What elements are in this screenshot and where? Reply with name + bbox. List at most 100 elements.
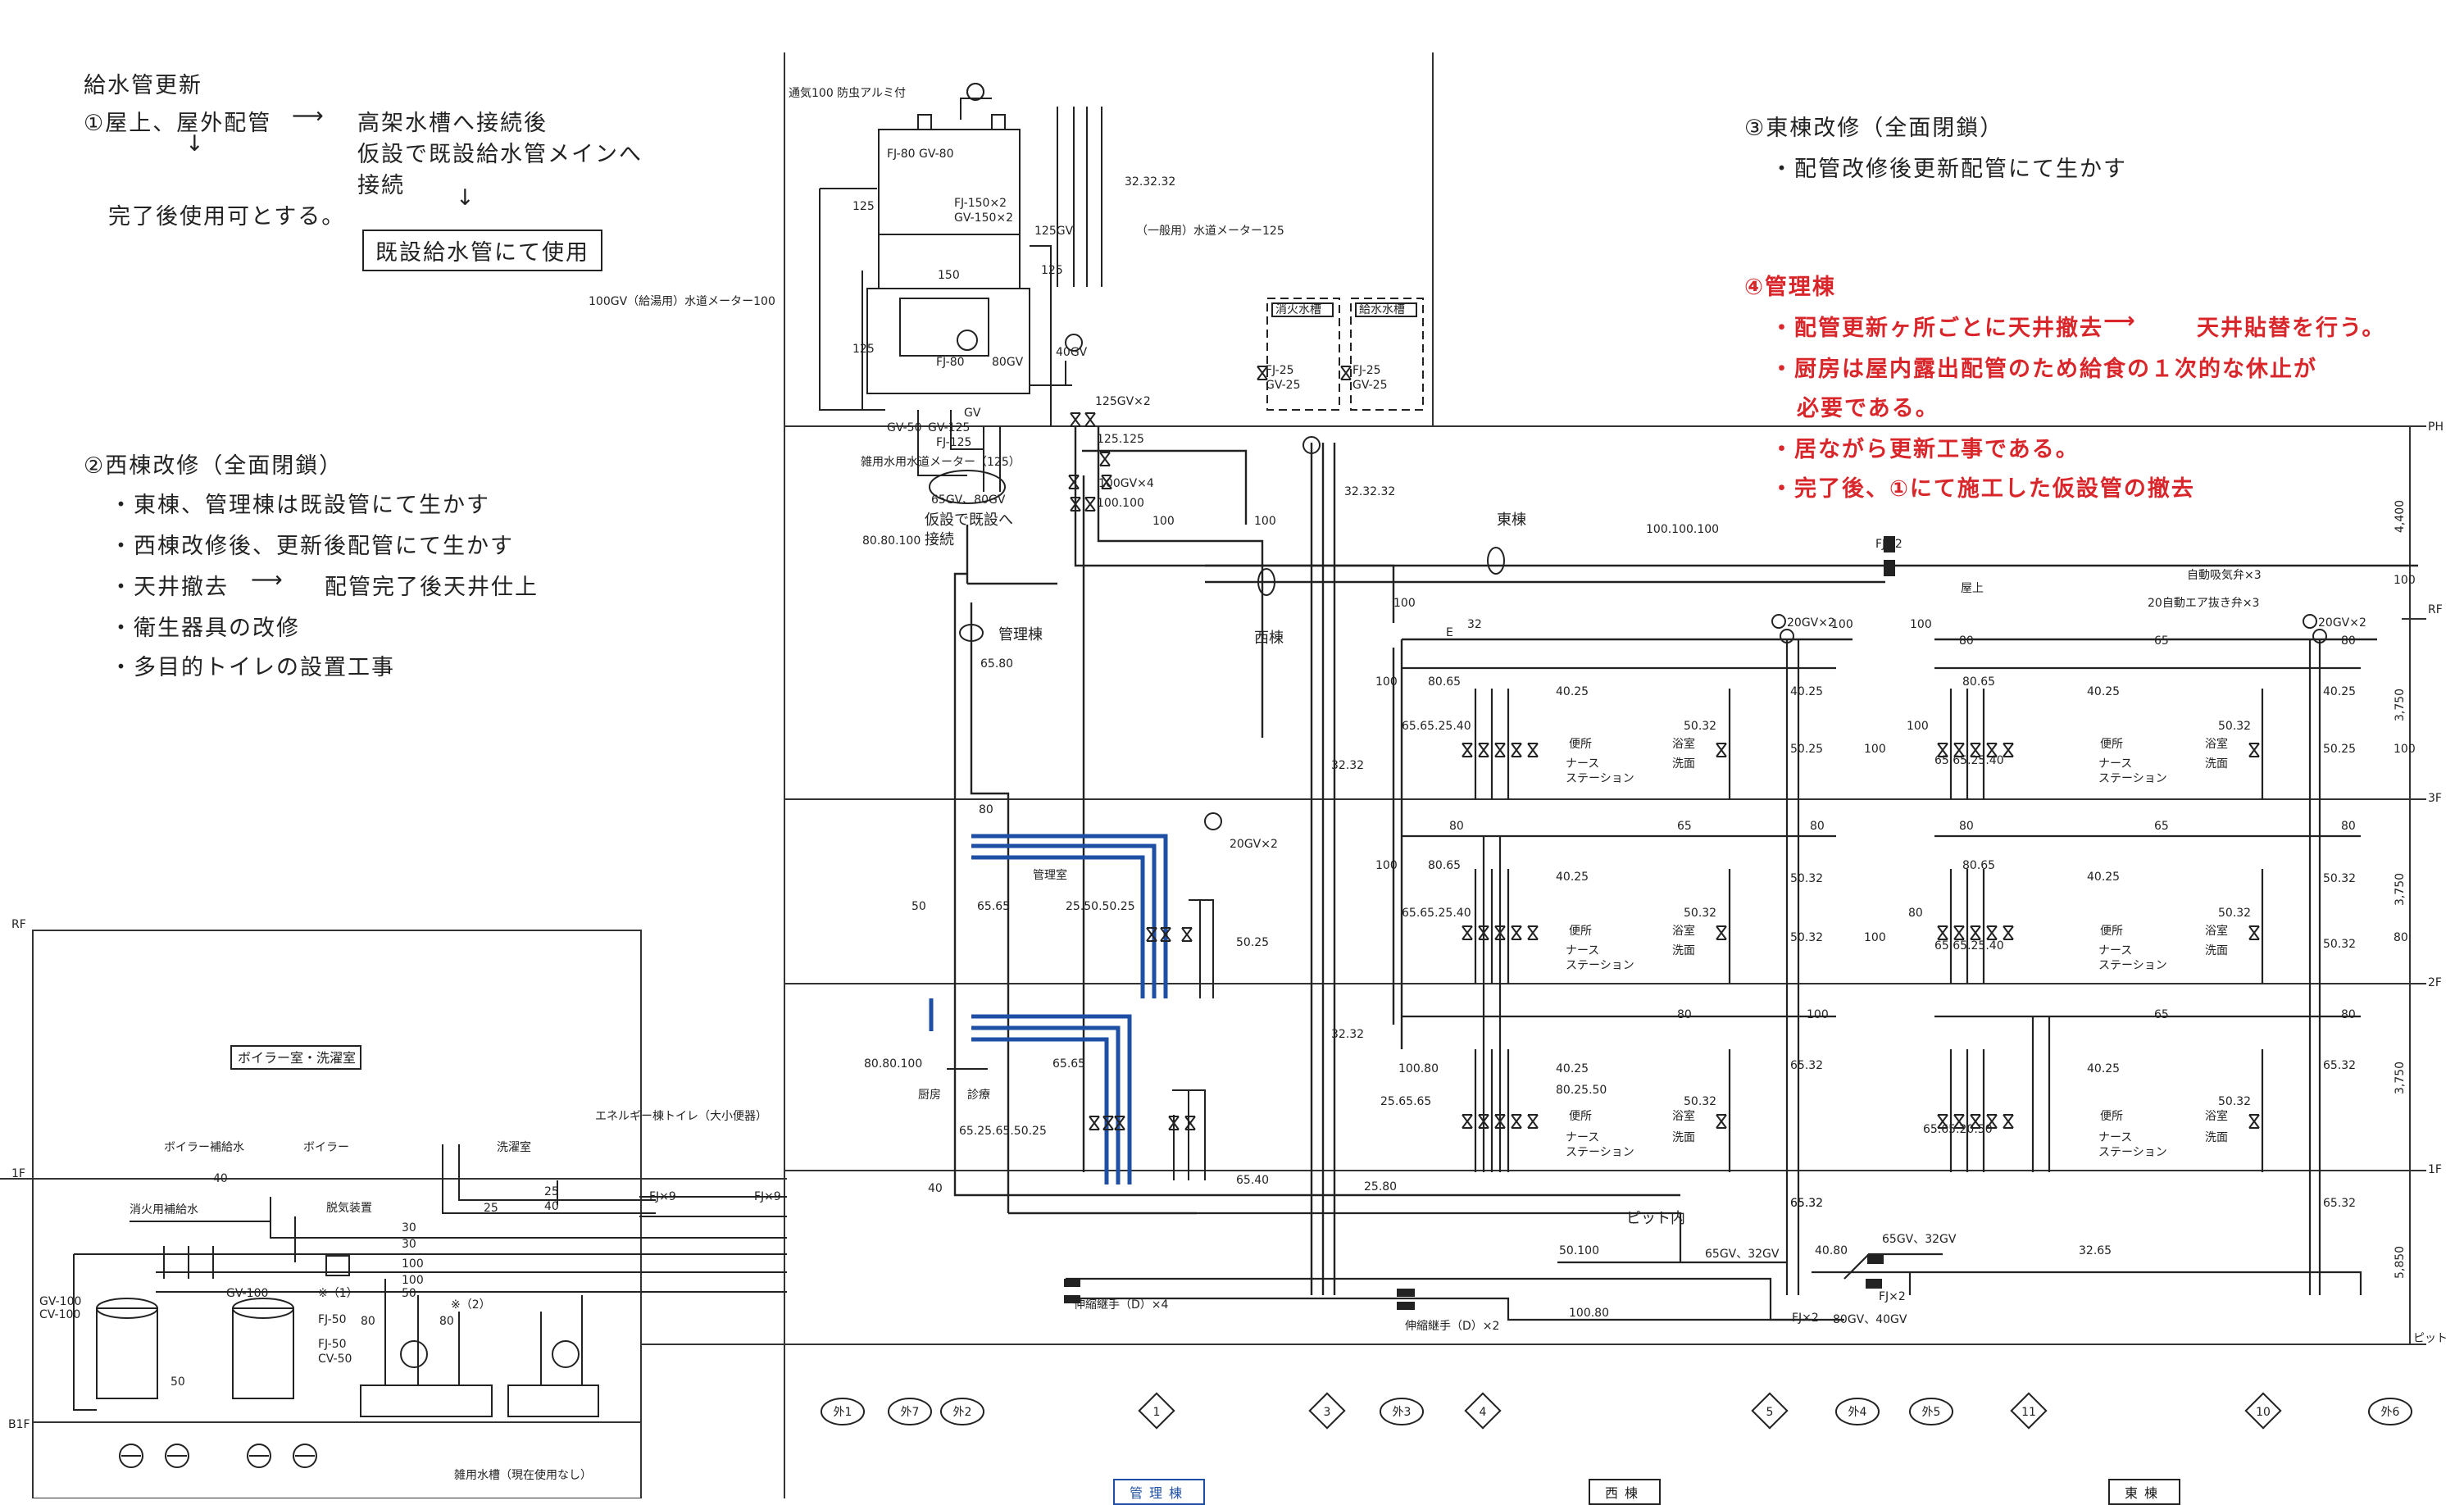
e3-bath: 浴室 [2205, 737, 2228, 751]
w2-bath: 浴室 [1672, 924, 1695, 938]
grid-10: 10 [2256, 1406, 2271, 1419]
w1-wash: 洗面 [1672, 1131, 1695, 1144]
expansion2-label: 伸縮継手（D）×2 [1405, 1320, 1499, 1333]
e1-bath: 浴室 [2205, 1109, 2228, 1123]
s10080-label: 100.80 [1569, 1307, 1609, 1320]
size125gv-label: 125GV [1034, 225, 1074, 238]
height-5: 5,850 [2394, 1246, 2407, 1279]
boiler-room-box [230, 1045, 361, 1070]
s4080-label: 40.80 [1815, 1244, 1848, 1257]
e3-s6565254: 65.65.25.40 [1934, 754, 2004, 767]
e1-nurse2: ステーション [2098, 1146, 2167, 1159]
branch-valves [1068, 412, 2260, 1129]
e2-s80c: 80 [1908, 907, 1923, 920]
e3-s8065: 80.65 [1962, 675, 1995, 689]
supply-risers [953, 426, 2418, 1295]
b-s50a: 50 [402, 1287, 416, 1300]
e3-s5032: 50.32 [2218, 720, 2251, 733]
s40-label: 40 [928, 1182, 943, 1195]
laundry-label: 洗濯室 [497, 1140, 531, 1154]
e3-s100c: 100 [2394, 574, 2416, 587]
w2-s80b: 80 [1810, 820, 1825, 833]
meter-supply: 100GV（給湯用）水道メーター100 [589, 294, 775, 308]
height-1: 4,400 [2394, 500, 2407, 533]
note1-line2: 仮設で既設給水管メインへ [357, 142, 643, 167]
w2-toilet: 便所 [1569, 925, 1592, 938]
w2-nurse2: ステーション [1566, 959, 1634, 972]
cv100-label: CV-100 [39, 1308, 80, 1321]
floor-RF: RF [2428, 603, 2443, 616]
fire-supply-label: 消火用補給水 [130, 1203, 198, 1216]
s3265-label: 32.65 [2079, 1244, 2112, 1257]
gv20x2b-label: 20GV×2 [2318, 616, 2366, 630]
main-labels: 管理棟 西棟 東棟 65.80 100.100.100 FJ×2 屋上 自動吸気… [864, 512, 2416, 1333]
misc-tank-label: 雑用水槽（現在使用なし） [454, 1468, 592, 1482]
floor-PH: PH [2428, 421, 2444, 434]
s3232b-label: 32.32 [1331, 1028, 1364, 1041]
e2-wash: 洗面 [2205, 944, 2228, 957]
size125c: 125 [852, 343, 875, 356]
grid-ext3: 外3 [1393, 1406, 1412, 1419]
floor-level-marks: PH RF 3F 2F 1F ピット RF 1F B1F 4,400 3,750… [8, 421, 2448, 1431]
gv6532b-label: 65GV、32GV [1882, 1233, 1957, 1246]
kanrishitsu-label: 管理室 [1033, 868, 1067, 882]
note4-line5: ・完了後、①にて施工した仮設管の撤去 [1771, 476, 2195, 502]
height-4: 3,750 [2394, 1062, 2407, 1094]
e3-s5025: 50.25 [2323, 743, 2356, 756]
grid-ext7: 外7 [901, 1406, 920, 1419]
s100100-label: 100.100 [1097, 497, 1144, 510]
gv50-label: GV-50 [887, 421, 921, 434]
higashi-building-label: 東棟 [1497, 512, 1526, 529]
size150-label: 150 [938, 269, 960, 282]
w2-s6565254: 65.65.25.40 [1402, 907, 1471, 920]
fj25b-label: FJ-25 [1352, 364, 1381, 377]
arrow-down-icon: ↓ [185, 131, 206, 157]
w3-s100c: 100 [1864, 743, 1886, 756]
gv100b-label: GV-100 [226, 1287, 268, 1300]
s323232a: 32.32.32 [1125, 175, 1175, 189]
note4-line2: ・厨房は屋内露出配管のため給食の１次的な休止が [1771, 357, 2317, 382]
note3-head: ③東棟改修（全面閉鎖） [1744, 116, 2004, 141]
kanri-building-label: 管理棟 [998, 626, 1043, 643]
w3-s8065: 80.65 [1428, 675, 1461, 689]
fjx2b-label: FJ×2 [1879, 1290, 1906, 1303]
nishi-building-label: 西棟 [1254, 630, 1284, 647]
e3-s65: 65 [2154, 634, 2169, 648]
s3232a-label: 32.32 [1331, 759, 1364, 772]
grid-3: 3 [1324, 1406, 1331, 1419]
e2-s80: 80 [1959, 820, 1974, 833]
s100r-label: 100 [1393, 597, 1416, 610]
grid-ext1: 外1 [834, 1406, 852, 1419]
management-building-pipes [929, 834, 1168, 1184]
east-west-branches [1066, 639, 2362, 1321]
boiler-label: ボイラー [303, 1141, 349, 1154]
w2-s5032b: 50.32 [1790, 872, 1823, 885]
floor-B1F-left: B1F [8, 1418, 30, 1431]
w1-s100: 100 [1807, 1008, 1829, 1021]
e2-s5032c: 50.32 [2323, 938, 2356, 951]
meter-misc: 雑用水用水道メーター（125） [861, 456, 1021, 469]
fj50b-label: FJ-50 [318, 1338, 347, 1351]
note2-line4: ・衛生器具の改修 [110, 616, 300, 641]
shinsatsu-label: 診療 [967, 1088, 990, 1102]
e2-s65: 65 [2154, 820, 2169, 833]
s8080100-label: 80.80.100 [862, 534, 921, 548]
w3-nurse2: ステーション [1566, 772, 1634, 785]
note2-head: ②西棟改修（全面閉鎖） [84, 453, 343, 479]
b-s80a: 80 [361, 1315, 375, 1328]
s32-label: 32 [1467, 618, 1482, 631]
note3-line: ・配管改修後更新配管にて生かす [1771, 157, 2127, 182]
kome2-label: ※（2） [451, 1298, 491, 1312]
roof-tank-labels: 消火水槽 給水水槽 FJ-25 GV-25 FJ-25 GV-25 [1266, 303, 1405, 392]
grid-1: 1 [1153, 1406, 1161, 1419]
building-markers [929, 334, 2327, 830]
s100a-label: 100 [1152, 515, 1175, 528]
b-s80b: 80 [439, 1315, 454, 1328]
e1-s65: 65 [2154, 1008, 2169, 1021]
note4-line1b: 天井貼替を行う。 [2197, 316, 2386, 341]
note4-line1: ・配管更新ヶ所ごとに天井撤去 [1771, 316, 2103, 341]
w2-s65: 65 [1677, 820, 1692, 833]
w1-s802550: 80.25.50 [1556, 1084, 1607, 1097]
gv100x4-label: 100GV×4 [1098, 477, 1154, 490]
